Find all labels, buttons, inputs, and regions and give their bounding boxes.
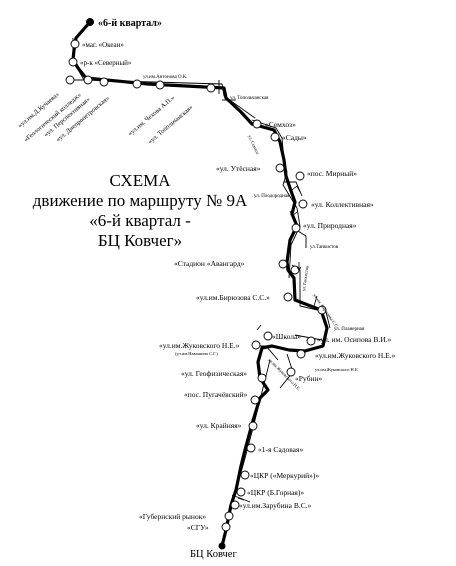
stop-label-zhukov-left: «ул.им.Жуковского Н.Е.» [159,341,240,350]
stop-marker [248,421,258,431]
scheme-title: СХЕМА движение по маршруту № 9А «6-й ква… [33,171,248,250]
stop-marker [70,39,80,49]
stop-label-severny: «р-к «Северный» [80,59,132,67]
stop-label-chekhov: «ул.им. Чехова А.П.» [127,95,176,138]
title-line-2: движение по маршруту № 9А [33,191,248,210]
title-line-1: СХЕМА [110,171,172,190]
stop-label-sgu: «СГУ» [187,523,209,532]
stop-marker [263,331,273,341]
street-label-planernaya: ул. Планерная [334,327,365,332]
street-label-navashin: (ул.им.Навашина С.Г.) [175,351,218,356]
terminal-start-label: «6-й квартал» [98,18,162,29]
stop-marker [251,340,261,350]
stop-label-utesnaya: «ул. Утёсная» [216,164,261,173]
stop-label-semkhoz: «Семхоз» [265,120,296,129]
stop-marker [295,171,305,181]
stop-marker [221,522,231,532]
stop-marker [236,487,246,497]
stop-marker [230,500,240,510]
terminal-end-marker [218,542,226,550]
stop-label-merkury: «ЦКР («Меркурий»)» [250,471,319,480]
title-line-4: БЦ Ковчег» [98,231,182,250]
street-label-tankist: ул.Танкистов [310,245,339,250]
street-label-plodorod: ул. Плодородная [254,194,290,199]
street-label-topol: ул. Топольчанская [230,96,269,101]
stop-marker [246,443,256,453]
stop-label-krainyaya: «ул. Крайняя» [196,421,242,430]
stop-marker [317,305,327,315]
stop-marker [275,163,285,173]
stop-label-okean: «маг. «Океан» [82,41,124,49]
stop-marker [283,292,293,302]
stop-marker [306,336,316,346]
arrow-icon [313,295,318,307]
stop-marker [257,373,267,383]
street-label-zhukov-small: ул.им.Жуковского Н.Е. [315,367,359,372]
stop-marker [65,75,75,85]
terminal-start-marker [86,18,94,26]
stop-marker [240,470,250,480]
stop-label-kollekt: «ул. Коллективная» [311,200,374,209]
stop-marker [286,367,296,377]
stop-marker [270,132,280,142]
stop-markers [65,39,327,532]
arrow-icon [237,497,245,501]
stop-marker [252,119,262,129]
stop-label-rubin: «Рубин» [295,374,322,383]
stop-label-osipov: «ул. им. Осипова В.И.» [317,335,392,344]
stop-label-sady: «Сады» [282,133,307,142]
stop-marker [291,223,301,233]
stop-label-zhukov-right: «ул.им.Жуковского Н.Е.» [315,351,396,360]
stop-marker [68,57,78,67]
stop-label-sadovaya: «1-я Садовая» [258,445,303,454]
terminal-end-label: БЦ Ковчег [190,549,237,560]
arrow-icon [289,210,298,217]
stop-label-geofiz: «ул. Геофизическая» [181,369,247,378]
arrow-icon [256,324,262,331]
title-line-3: «6-й квартал - [89,211,191,230]
stop-marker [296,349,306,359]
stop-label-gornaya: «ЦКР (Б.Горная)» [247,488,304,497]
stop-label-avangard: «Стадион «Авангард» [174,259,245,268]
stop-marker [278,259,288,269]
arrow-icon [291,185,301,193]
stop-label-biryuzov: «ул.им.Бирюзова С.С.» [196,293,270,302]
stop-label-mirny: «пос. Мирный» [307,169,357,178]
stop-marker [99,77,109,87]
stop-marker [155,80,165,90]
arrow-icon [296,262,302,271]
stop-marker [298,199,308,209]
stop-marker [132,79,142,89]
street-label-tankist-vertical: ул.Танкистов [301,265,309,291]
stop-label-prirodn: «ул. Природная» [303,221,357,230]
stop-label-pugach: «пос. Пугачёвский» [184,390,248,399]
stop-marker [224,511,234,521]
stop-marker [290,265,300,275]
street-label-semkhoz: ул. Семхоз [247,134,260,155]
stop-label-gubern: «Губернский рынок» [139,512,206,521]
street-label-antonov: ул.им.Антонова О.К. [143,75,187,80]
stop-marker [206,83,216,93]
route-line [71,20,329,548]
stop-marker [83,75,93,85]
stop-label-zarubin: «ул.им.Зарубина В.С.» [239,501,312,510]
stop-marker [250,395,260,405]
direction-arrows [237,185,318,501]
stop-label-shkola: «Школа» [272,332,301,341]
